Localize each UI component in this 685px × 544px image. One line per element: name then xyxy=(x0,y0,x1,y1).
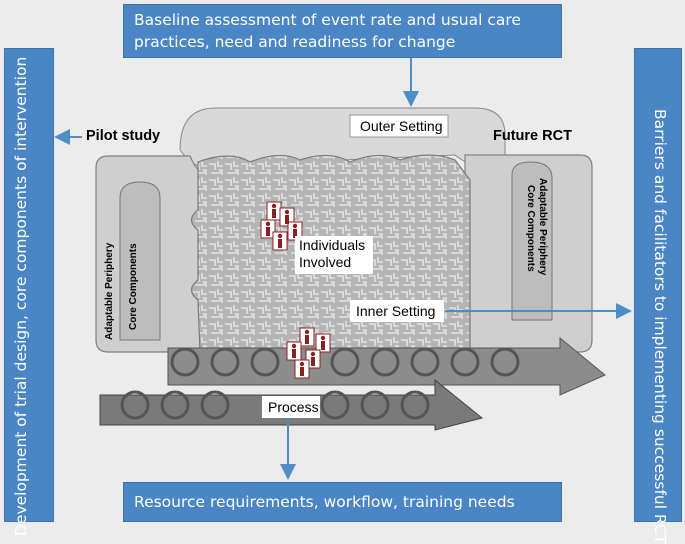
right-core-components-label: Core Components xyxy=(525,185,536,272)
resource-requirements-text: Resource requirements, workflow, trainin… xyxy=(134,493,515,511)
trial-design-text: Development of trial design, core compon… xyxy=(12,56,30,536)
inner-setting-label: Inner Setting xyxy=(356,303,436,319)
pilot-study-label: Pilot study xyxy=(86,128,161,144)
left-core-components-label: Core Components xyxy=(128,243,139,330)
future-rct-label: Future RCT xyxy=(493,128,572,144)
right-adaptable-periphery-label: Adaptable Periphery xyxy=(537,178,548,276)
trial-design-box: Development of trial design, core compon… xyxy=(4,48,54,536)
individuals-figures xyxy=(260,201,303,251)
barriers-facilitators-text: Barriers and facilitators to implementin… xyxy=(651,109,669,544)
individuals-involved-label: Individuals Involved xyxy=(299,237,366,270)
inner-setting-label-bg xyxy=(350,300,444,322)
left-core-shape xyxy=(119,181,161,341)
baseline-assessment-text: Baseline assessment of event rate and us… xyxy=(134,11,521,51)
cfir-diagram xyxy=(54,58,632,480)
process-label: Process xyxy=(268,399,319,415)
process-coils xyxy=(120,347,520,420)
process-label-bg xyxy=(262,396,320,418)
outer-setting-label-bg xyxy=(349,114,449,138)
baseline-assessment-box: Baseline assessment of event rate and us… xyxy=(123,4,562,58)
process-individuals-figures xyxy=(286,327,331,379)
left-adaptable-periphery-label: Adaptable Periphery xyxy=(104,242,115,340)
outer-setting-label: Outer Setting xyxy=(360,118,443,134)
resource-requirements-box: Resource requirements, workflow, trainin… xyxy=(123,482,562,522)
right-core-shape xyxy=(511,161,553,321)
connector-arrows xyxy=(54,58,632,480)
individuals-label-bg xyxy=(295,236,373,274)
barriers-facilitators-box: Barriers and facilitators to implementin… xyxy=(634,48,682,544)
